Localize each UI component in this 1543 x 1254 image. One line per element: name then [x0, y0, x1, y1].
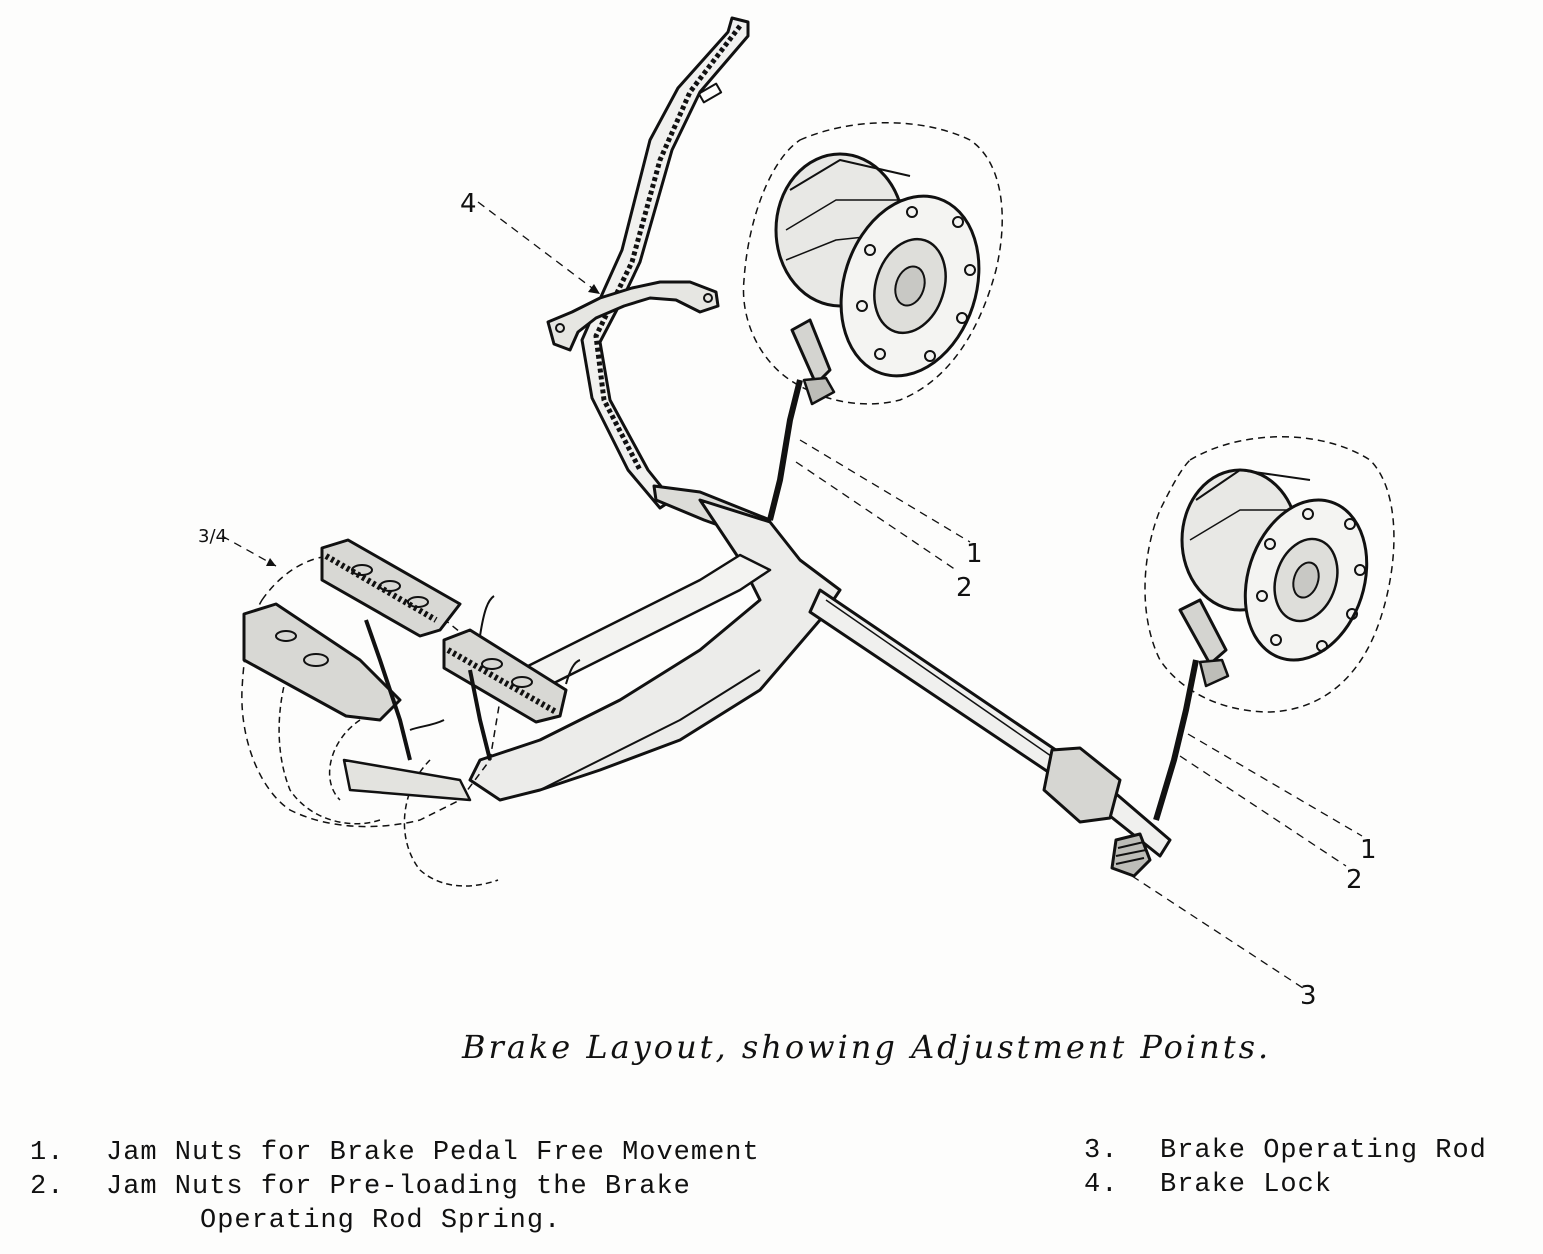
- callout-3-4: 3/4: [198, 526, 227, 547]
- lower-brake-drum: [1144, 436, 1395, 821]
- callout-1-upper: 1: [966, 539, 983, 569]
- legend-text-continuation: Operating Rod Spring.: [200, 1206, 562, 1236]
- legend-item-3: 3. Brake Operating Rod: [1084, 1134, 1487, 1168]
- legend-number: 2.: [30, 1172, 65, 1202]
- hand-brake-lever: [546, 16, 772, 542]
- callout-2-lower: 2: [1346, 865, 1363, 895]
- legend-number: 3.: [1084, 1136, 1119, 1166]
- callout-arrowheads: [266, 284, 600, 566]
- legend-number: 1.: [30, 1138, 65, 1168]
- legend-text: Brake Operating Rod: [1160, 1136, 1487, 1166]
- callout-leaders: [221, 201, 1363, 991]
- figure-caption: Brake Layout, showing Adjustment Points.: [462, 1028, 1272, 1066]
- legend-number: 4.: [1084, 1170, 1119, 1200]
- callout-3: 3: [1300, 981, 1317, 1011]
- legend-left: 1. Jam Nuts for Brake Pedal Free Movemen…: [30, 1136, 760, 1238]
- brake-pedals: [241, 538, 581, 887]
- legend-item-1: 1. Jam Nuts for Brake Pedal Free Movemen…: [30, 1136, 760, 1170]
- legend-text: Jam Nuts for Brake Pedal Free Movement: [106, 1138, 760, 1168]
- callout-1-lower: 1: [1360, 835, 1377, 865]
- upper-brake-drum: [742, 122, 1003, 521]
- callout-2-upper: 2: [956, 573, 973, 603]
- cross-shaft: [468, 498, 1172, 878]
- callout-4: 4: [460, 189, 477, 219]
- legend-text: Brake Lock: [1160, 1170, 1333, 1200]
- legend-text: Jam Nuts for Pre-loading the Brake: [106, 1172, 691, 1202]
- legend-item-4: 4. Brake Lock: [1084, 1168, 1487, 1202]
- legend-item-2: 2. Jam Nuts for Pre-loading the Brake: [30, 1170, 760, 1204]
- legend-item-2-continuation: Operating Rod Spring.: [30, 1204, 760, 1238]
- legend-right: 3. Brake Operating Rod 4. Brake Lock: [1084, 1134, 1487, 1202]
- callout-labels: 4 3/4 1 2 1 2 3: [198, 189, 1377, 1011]
